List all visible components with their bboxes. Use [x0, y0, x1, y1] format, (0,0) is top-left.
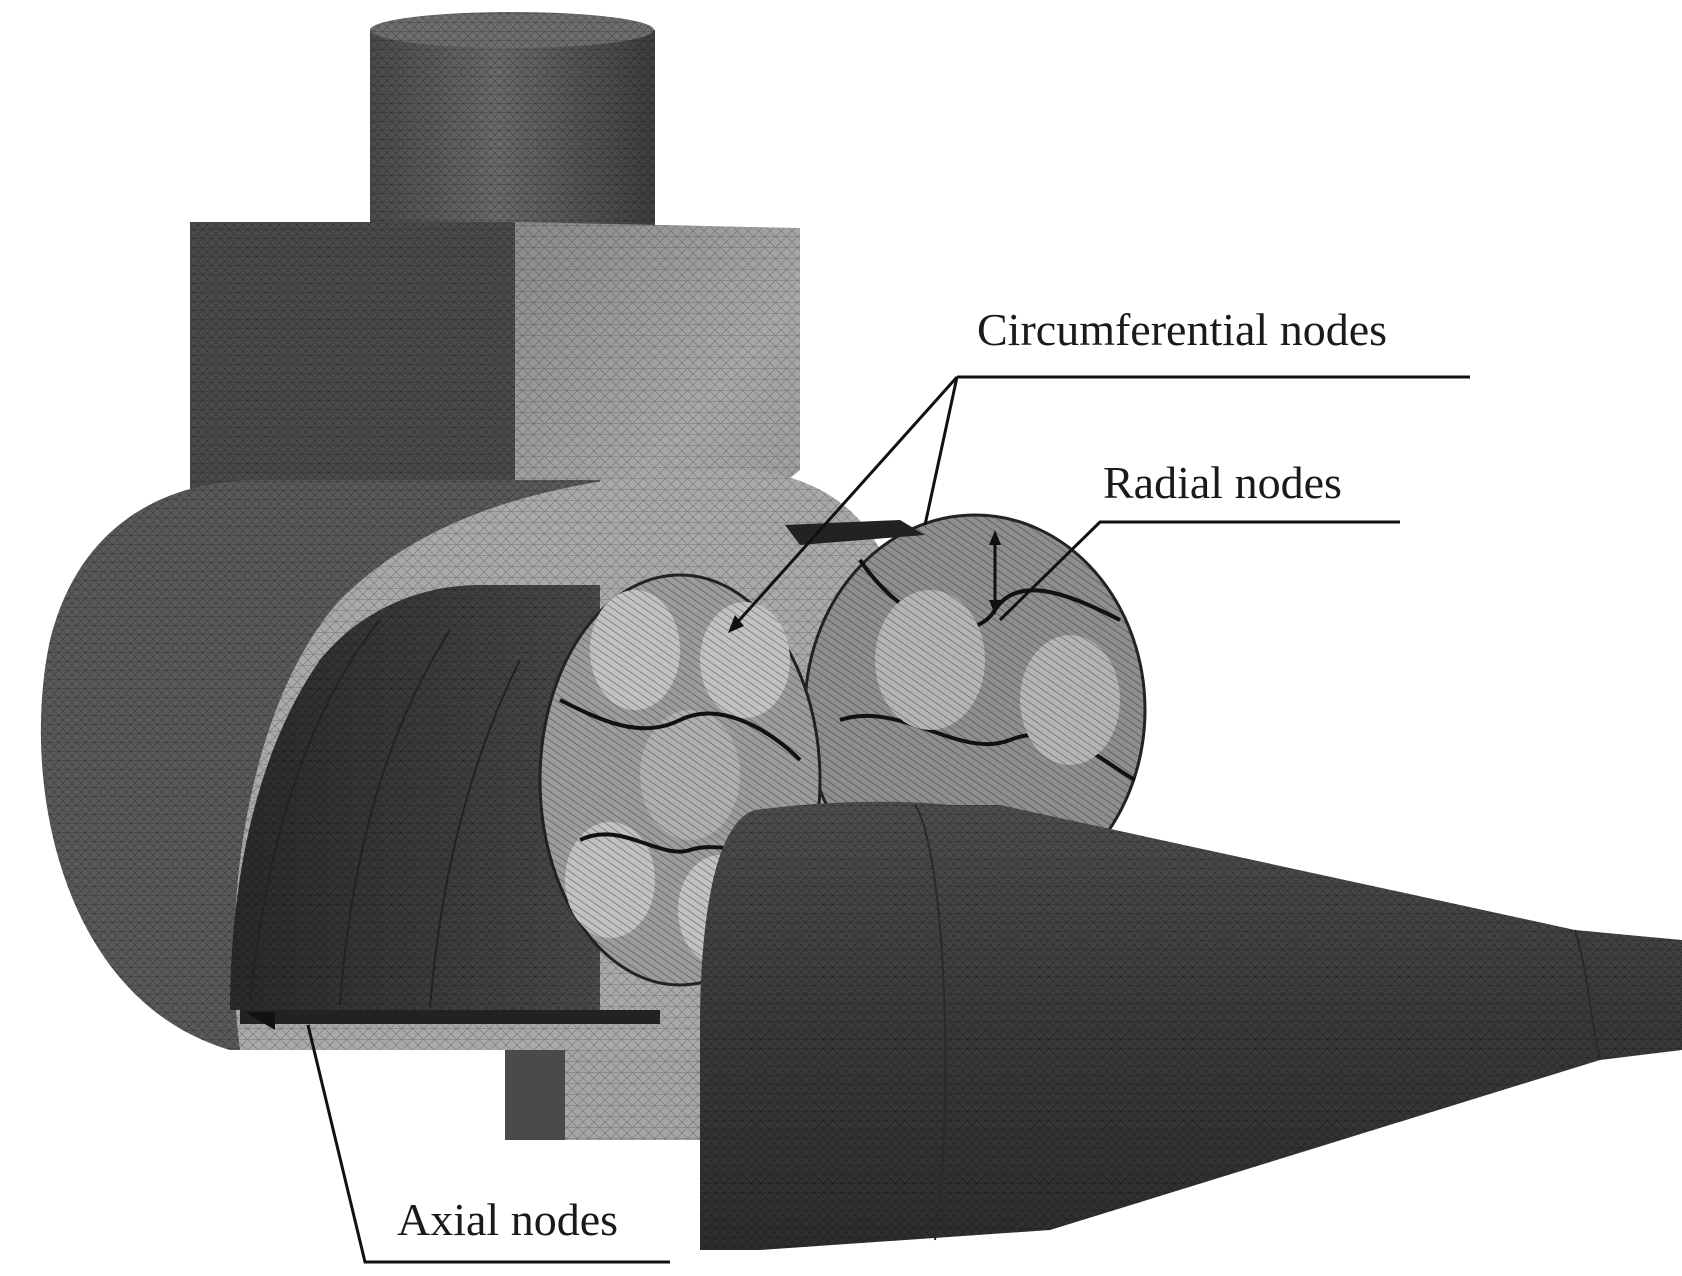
- inlet-pipe: [370, 12, 655, 225]
- leader-radial: [998, 520, 1400, 622]
- rotor-sleeve: [230, 585, 660, 1030]
- arrowhead-radial-top: [989, 530, 1001, 545]
- arrowhead-circumferential-1: [728, 615, 744, 633]
- label-radial-nodes: Radial nodes: [1103, 457, 1342, 508]
- arrowhead-radial-bottom: [989, 600, 1001, 615]
- label-axial-nodes: Axial nodes: [397, 1194, 618, 1245]
- pump-mesh-illustration: [40, 12, 1682, 1250]
- outlet-diffuser: [700, 801, 1682, 1250]
- label-circumferential-nodes: Circumferential nodes: [977, 304, 1387, 355]
- leader-axial: [306, 1024, 670, 1264]
- annotation-callouts: Circumferential nodes Radial nodes Axial…: [306, 304, 1470, 1264]
- leader-circumferential-arrow-2: [923, 376, 959, 526]
- leader-circumferential-arrow-1: [733, 375, 959, 627]
